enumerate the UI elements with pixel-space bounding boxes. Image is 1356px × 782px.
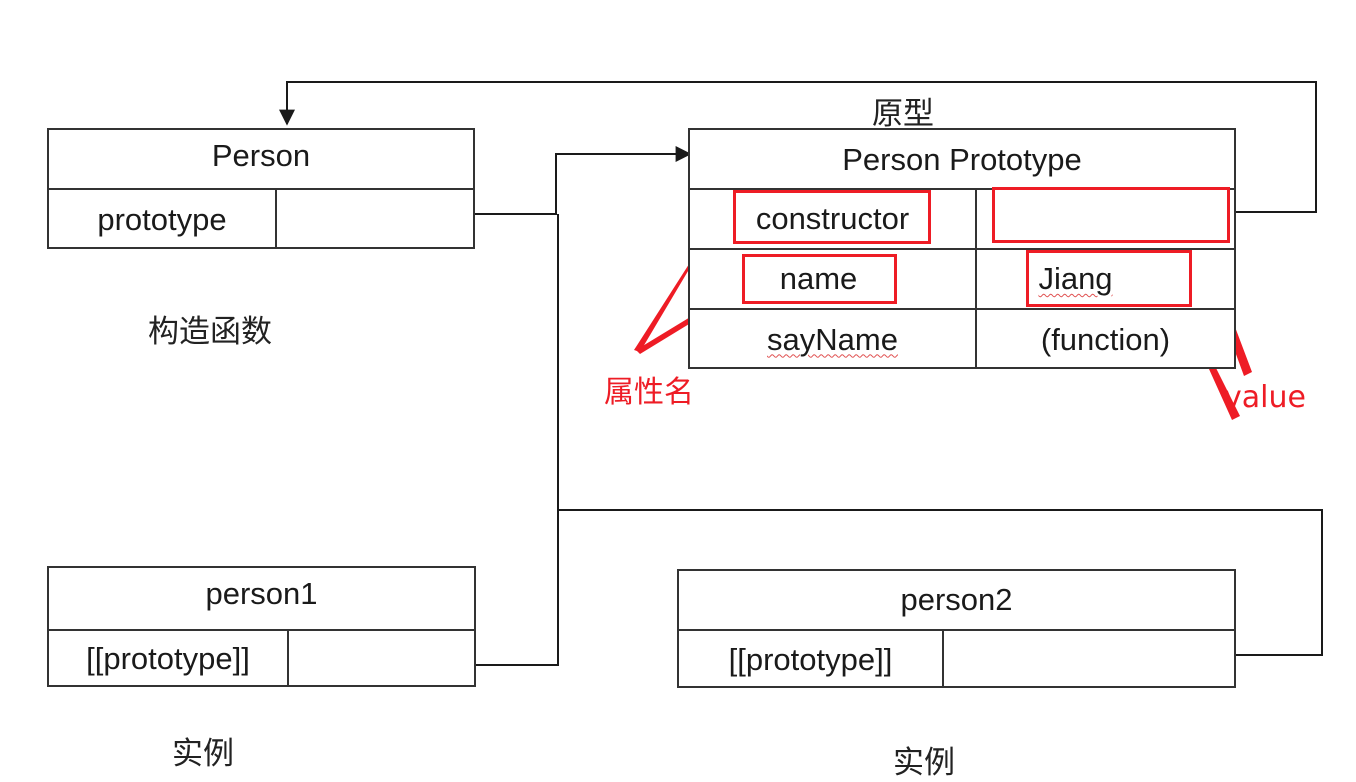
person1-prototype-value (289, 631, 474, 687)
person-prototype-label: prototype (97, 201, 227, 237)
prototype-key-name: name (779, 261, 858, 296)
value-label: value (1224, 380, 1306, 415)
person-prototype-box: Person Prototype constructor name Jiang … (688, 128, 1236, 369)
constructor-caption: 构造函数 (148, 314, 272, 350)
highlight-constructor-key (733, 190, 931, 244)
person-prototype-title: Person Prototype (842, 142, 1082, 177)
prototype-heading: 原型 (872, 96, 934, 132)
prototype-key-sayname-text: sayName (767, 321, 898, 357)
person2-prototype-label: [[prototype]] (728, 641, 893, 677)
person1-box: person1 [[prototype]] (47, 566, 476, 687)
highlight-name-key (742, 254, 897, 304)
person2-title: person2 (900, 582, 1013, 617)
prototype-key-constructor: constructor (755, 201, 910, 236)
prototype-key-sayname: sayName (690, 310, 975, 369)
property-name-label: 属性名 (604, 375, 694, 410)
person-prototype-value (277, 190, 473, 249)
person-title: Person (211, 138, 311, 173)
person1-title: person1 (205, 576, 318, 611)
person1-prototype-label: [[prototype]] (86, 641, 250, 676)
prototype-value-name-text: Jiang (1038, 261, 1113, 296)
person1-caption: 实例 (172, 736, 234, 772)
person2-box: person2 [[prototype]] (677, 569, 1236, 688)
person-constructor-box: Person prototype (47, 128, 475, 249)
person2-caption: 实例 (893, 745, 955, 781)
highlight-constructor-value (992, 187, 1230, 243)
person2-prototype-value (944, 631, 1234, 688)
prototype-value-sayname: (function) (1040, 321, 1171, 357)
prototype-value-name: Jiang (977, 250, 1234, 308)
highlight-name-value (1026, 250, 1192, 307)
